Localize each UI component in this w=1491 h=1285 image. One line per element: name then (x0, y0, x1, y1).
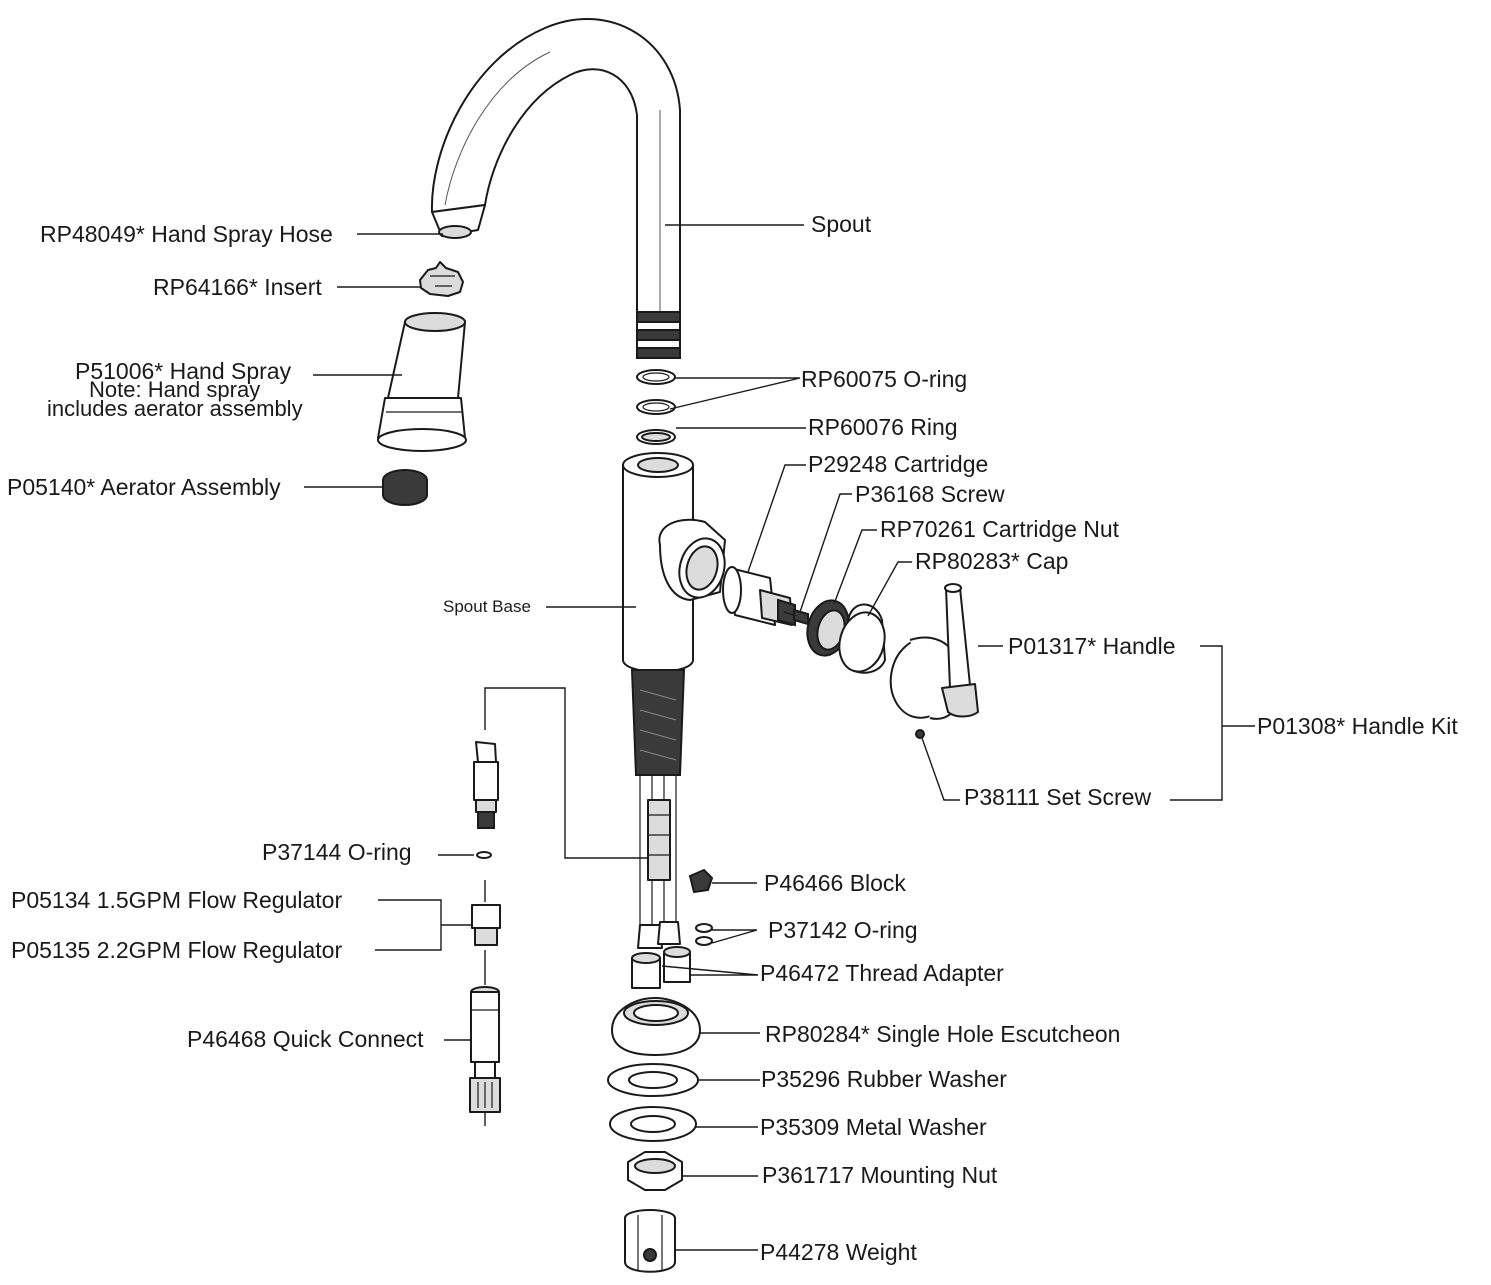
quick-connect-part (469, 986, 501, 1113)
label-cap: RP80283* Cap (915, 548, 1068, 574)
label-cartridge-nut: RP70261 Cartridge Nut (880, 516, 1120, 542)
label-hand-spray-hose: RP48049* Hand Spray Hose (40, 221, 333, 247)
leader-lines (304, 224, 1255, 1251)
spout-base-part (622, 452, 726, 673)
label-hand-spray-note-1: Note: Hand spray (89, 377, 260, 402)
shank-part (630, 669, 686, 949)
rubber-washer-part (607, 1063, 699, 1097)
mounting-nut-part (627, 1151, 683, 1191)
insert-part (419, 261, 464, 297)
weight-part (624, 1209, 676, 1273)
spout-part (430, 18, 681, 359)
label-set-screw: P38111 Set Screw (964, 784, 1151, 810)
label-escutcheon: RP80284* Single Hole Escutcheon (765, 1021, 1120, 1047)
ring-60076-part (636, 429, 676, 445)
set-screw-part (915, 729, 925, 739)
screw-part (783, 608, 809, 626)
label-hand-spray: P51006* Hand Spray (75, 358, 292, 384)
label-handle-kit: P01308* Handle Kit (1257, 713, 1458, 739)
flow-regulator-part (471, 904, 501, 946)
o-ring-37144-part (476, 851, 492, 859)
label-thread-adapter: P46472 Thread Adapter (760, 960, 1004, 986)
o-ring-37142-part (695, 923, 713, 946)
label-insert: RP64166* Insert (153, 274, 322, 300)
aerator-assembly-part (382, 469, 428, 506)
label-spout: Spout (811, 211, 872, 237)
label-flow-regulator-15: P05134 1.5GPM Flow Regulator (11, 887, 342, 913)
label-handle: P01317* Handle (1008, 633, 1176, 659)
label-weight: P44278 Weight (760, 1239, 917, 1265)
metal-washer-part (609, 1106, 697, 1142)
label-o-ring-60075: RP60075 O-ring (801, 366, 967, 392)
hand-spray-hose-part (431, 204, 486, 239)
label-metal-washer: P35309 Metal Washer (760, 1114, 987, 1140)
label-o-ring-37144: P37144 O-ring (262, 839, 412, 865)
label-cartridge: P29248 Cartridge (808, 451, 988, 477)
label-mounting-nut: P361717 Mounting Nut (762, 1162, 998, 1188)
handle-part (889, 583, 979, 720)
label-flow-regulator-22: P05135 2.2GPM Flow Regulator (11, 937, 342, 963)
cartridge-part (722, 566, 796, 627)
cap-part (838, 603, 886, 674)
cartridge-nut-part (806, 599, 850, 657)
hose-connector-part (473, 741, 499, 829)
label-aerator-assembly: P05140* Aerator Assembly (7, 474, 281, 500)
label-ring-60076: RP60076 Ring (808, 414, 958, 440)
label-hand-spray-note-2: includes aerator assembly (47, 396, 303, 421)
thread-adapter-part (631, 946, 691, 989)
label-o-ring-37142: P37142 O-ring (768, 917, 918, 943)
o-ring-60075-part (636, 369, 676, 415)
label-quick-connect: P46468 Quick Connect (187, 1026, 424, 1052)
label-block: P46466 Block (764, 870, 906, 896)
label-spout-base: Spout Base (443, 597, 531, 616)
block-part (688, 868, 714, 894)
label-rubber-washer: P35296 Rubber Washer (761, 1066, 1007, 1092)
hand-spray-part (377, 312, 467, 452)
escutcheon-part (611, 997, 701, 1056)
label-screw: P36168 Screw (855, 481, 1005, 507)
